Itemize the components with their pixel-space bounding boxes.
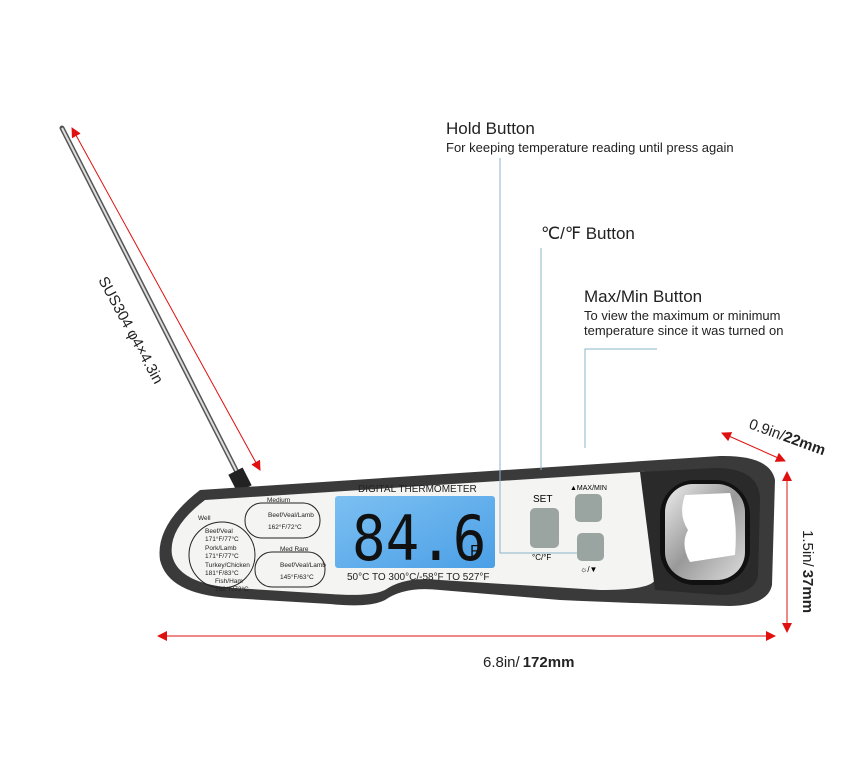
guide-text: 171°F/77°C (205, 552, 239, 560)
guide-well-title: Well (198, 515, 211, 522)
guide-text: Beef/Veal/Lamb (268, 512, 314, 519)
length-in: 6.8in/ (483, 654, 521, 671)
height-dimension: 1.5in/37mm (799, 530, 816, 613)
probe-dimension: SUS304 φ4×4.3in (94, 274, 166, 387)
maxmin-description: To view the maximum or minimum (584, 308, 781, 323)
maxmin-label: ▲MAX/MIN (570, 485, 607, 492)
depth-dimension: 0.9in/22mm (747, 416, 828, 459)
height-mm: 37mm (799, 570, 816, 613)
dimension-lines (71, 127, 792, 641)
guide-text: Fish/Ham (215, 578, 243, 585)
hold-light-button[interactable] (577, 533, 604, 561)
guide-medium-title: Medium (267, 497, 290, 504)
light-button-label: ☼/▼ (580, 565, 597, 574)
device-label: DIGITAL THERMOMETER (358, 484, 477, 495)
guide-text: Pork/Lamb (205, 545, 237, 552)
guide-text: 162°F/72°C (268, 523, 302, 531)
guide-text: 171°F/77°C (205, 535, 239, 543)
height-in: 1.5in/ (799, 530, 816, 568)
hold-button-title: Hold Button (446, 119, 535, 138)
maxmin-button-title: Max/Min Button (584, 287, 702, 306)
lcd-unit: F (470, 543, 480, 560)
depth-mm: 22mm (781, 428, 828, 459)
lcd-reading: 84.6 (352, 502, 486, 575)
guide-text: 145°F/63°C (280, 573, 314, 581)
unit-button[interactable] (530, 508, 559, 548)
probe (59, 125, 252, 493)
cooking-guide: Well Beef/Veal 171°F/77°C Pork/Lamb 171°… (188, 497, 326, 593)
callout-lines (499, 158, 657, 554)
length-dimension: 6.8in/172mm (483, 654, 574, 671)
maxmin-description: temperature since it was turned on (584, 323, 783, 338)
hold-button-description: For keeping temperature reading until pr… (446, 140, 734, 155)
guide-medrare-title: Med Rare (280, 546, 309, 553)
guide-text: 162°F/72°C (215, 585, 249, 593)
length-mm: 172mm (523, 654, 575, 671)
maxmin-button[interactable] (575, 494, 602, 522)
temperature-range: 50°C TO 300°C/-58°F TO 527°F (347, 572, 490, 583)
unit-button-title: ℃/℉ Button (541, 224, 635, 243)
guide-text: Beef/Veal (205, 528, 233, 535)
set-label: SET (533, 494, 552, 505)
guide-text: Beef/Veal/Lamb (280, 562, 326, 569)
guide-text: Turkey/Chicken (205, 562, 250, 569)
unit-button-label: °C/°F (532, 553, 551, 562)
lcd-display (335, 496, 495, 568)
guide-text: 181°F/83°C (205, 569, 239, 577)
